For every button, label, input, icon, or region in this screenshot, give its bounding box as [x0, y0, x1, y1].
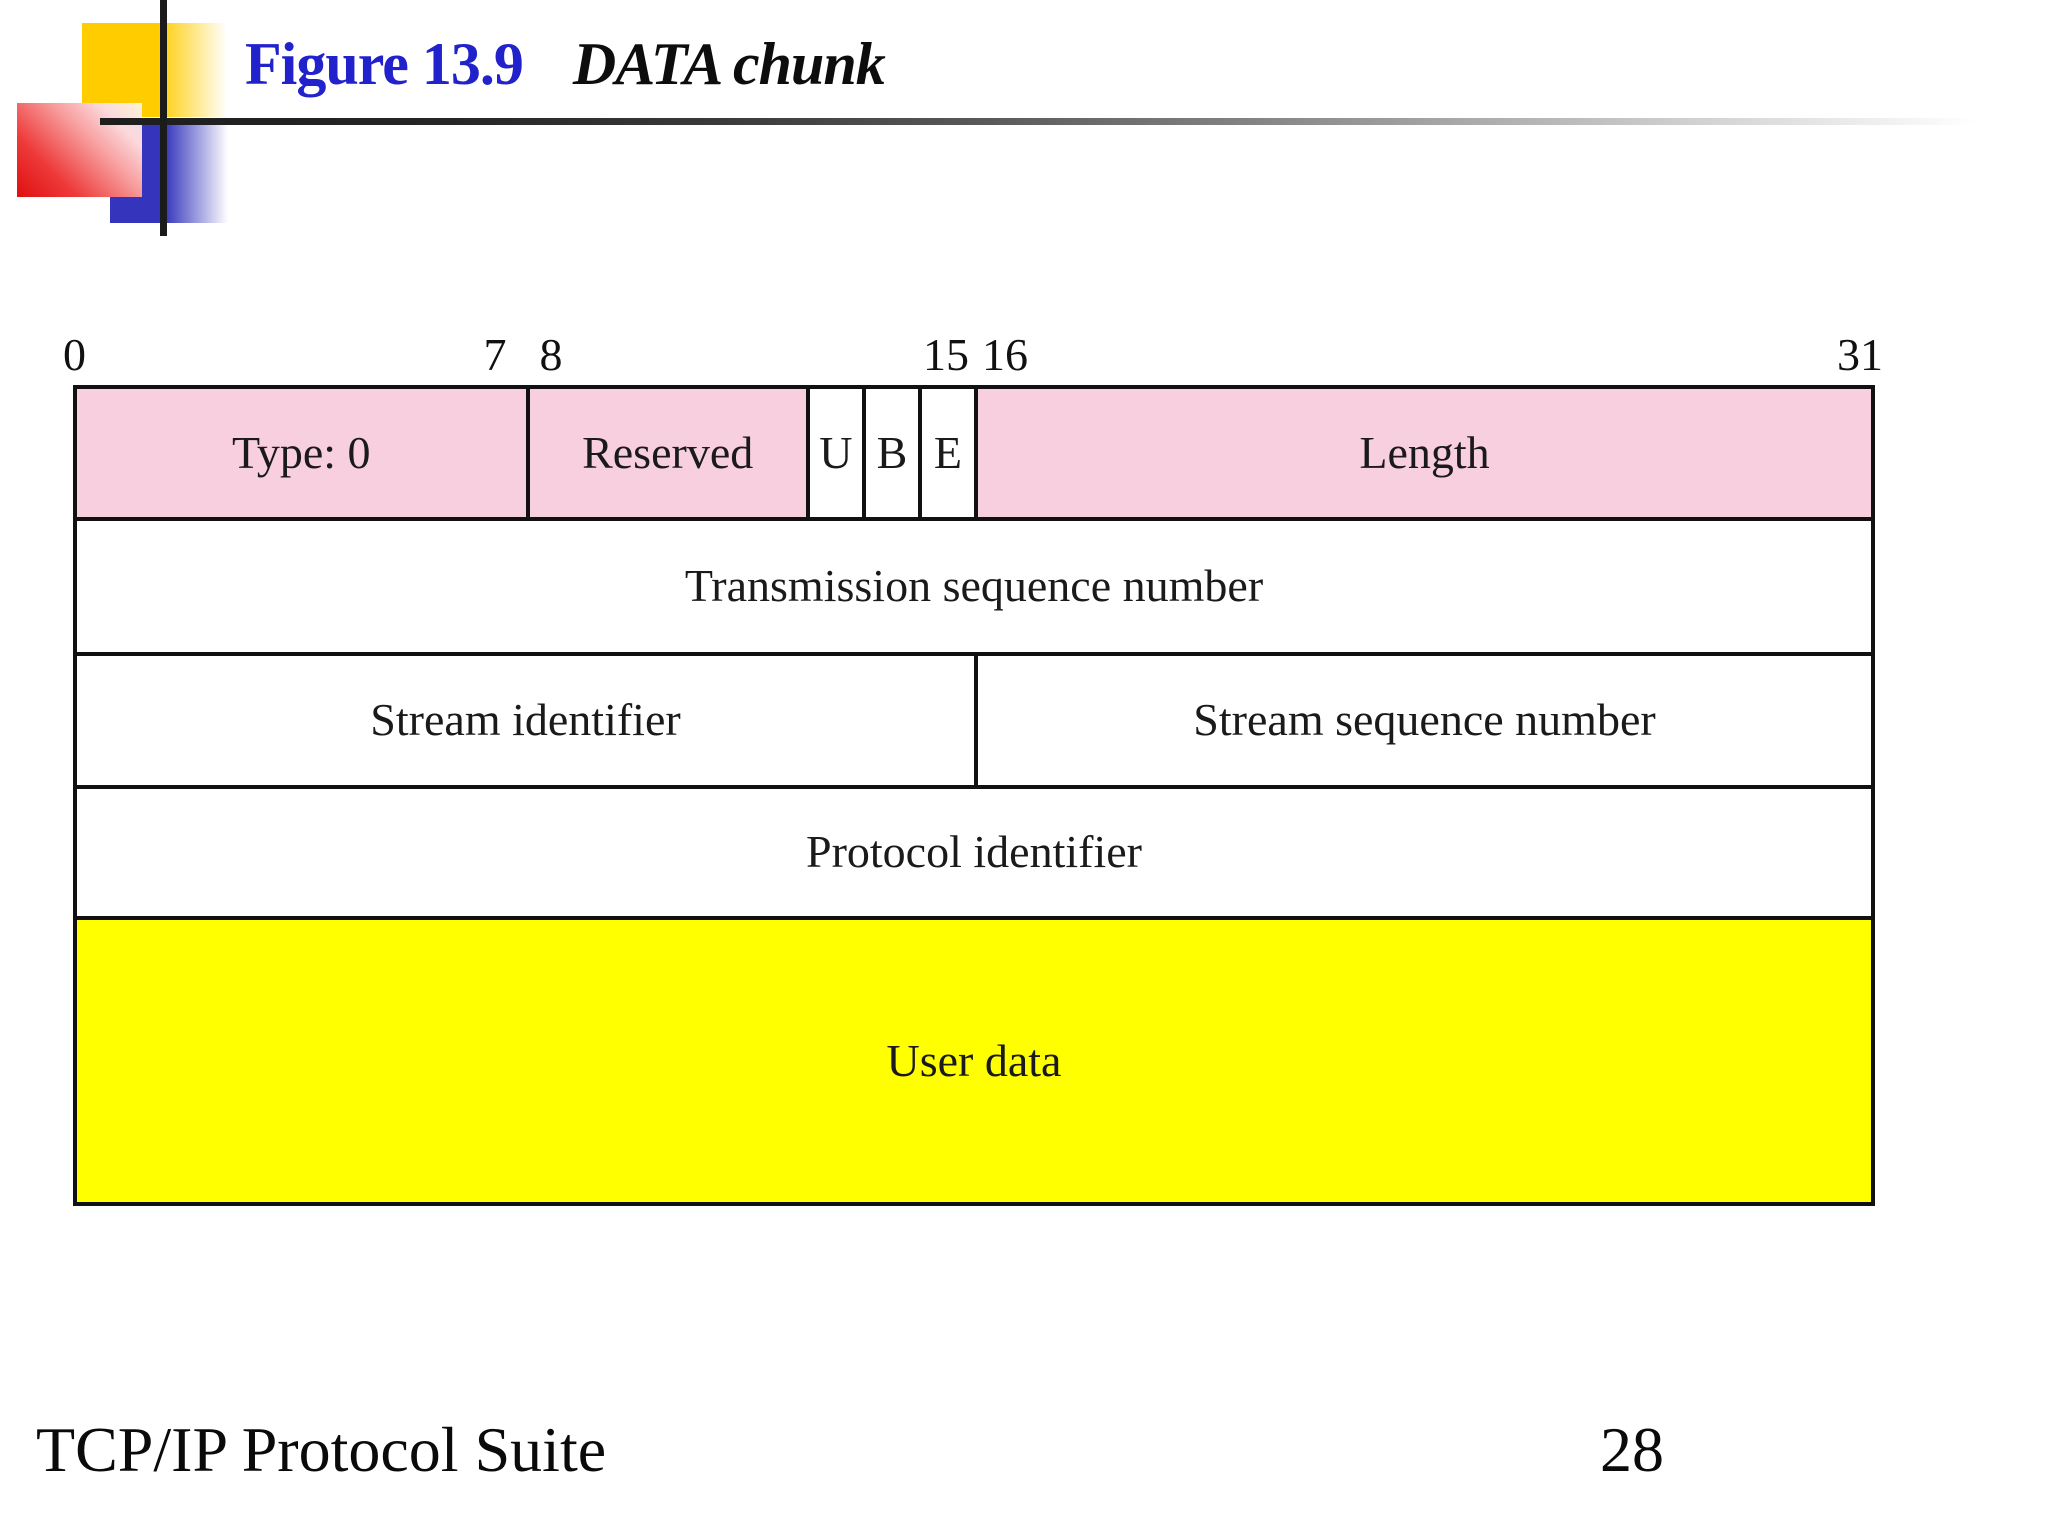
- figure-title-text: DATA chunk: [572, 31, 886, 97]
- bit-label-0: 0: [63, 329, 86, 380]
- diagram-row-header: Type: 0 Reserved U B E Length: [77, 389, 1871, 517]
- diagram-row-protocol: Protocol identifier: [77, 785, 1871, 916]
- bit-label-31: 31: [1837, 329, 1883, 380]
- field-flag-e: E: [917, 389, 974, 517]
- field-reserved: Reserved: [525, 389, 806, 517]
- footer-book-title: TCP/IP Protocol Suite: [36, 1414, 607, 1485]
- field-type: Type: 0: [77, 389, 526, 517]
- field-stream-identifier: Stream identifier: [370, 694, 681, 746]
- header-horizontal-rule: [100, 118, 2035, 125]
- figure-number-label: Figure 13.9: [245, 31, 524, 97]
- field-flag-b: B: [861, 389, 918, 517]
- footer-page-number: 28: [1600, 1414, 1664, 1485]
- data-chunk-diagram: Type: 0 Reserved U B E Length Transmissi…: [73, 385, 1875, 1206]
- diagram-row-tsn: Transmission sequence number: [77, 517, 1871, 652]
- field-protocol-identifier: Protocol identifier: [806, 826, 1142, 878]
- bit-label-8: 8: [539, 329, 563, 380]
- field-length: Length: [974, 389, 1871, 517]
- slide-title: Figure 13.9 DATA chunk: [245, 30, 886, 99]
- logo-yellow-square: [82, 23, 227, 117]
- diagram-row-stream: Stream identifier Stream sequence number: [77, 652, 1871, 785]
- bit-label-16: 16: [982, 329, 1028, 380]
- bit-label-15: 15: [923, 329, 969, 380]
- field-stream-sequence-number: Stream sequence number: [974, 656, 1871, 785]
- header-vertical-rule: [160, 0, 167, 236]
- field-transmission-sequence-number: Transmission sequence number: [684, 560, 1264, 612]
- diagram-row-user-data: User data: [77, 916, 1871, 1202]
- bit-ruler: 0 7 8 15 16 31: [63, 326, 1883, 380]
- field-user-data: User data: [77, 920, 1871, 1202]
- bit-label-7: 7: [483, 329, 507, 380]
- field-flag-u: U: [805, 389, 862, 517]
